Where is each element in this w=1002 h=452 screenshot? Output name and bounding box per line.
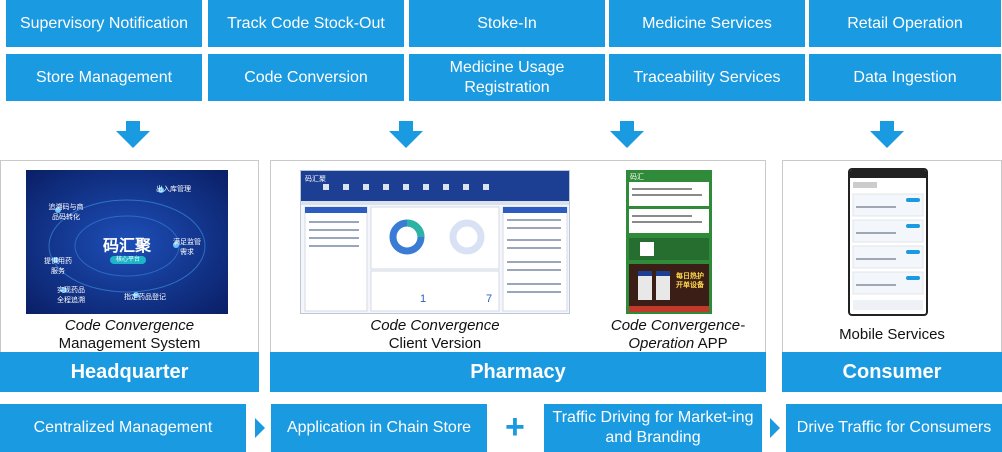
- app-caption-rest: APP: [697, 335, 728, 352]
- app-brand: 码汇: [630, 174, 644, 181]
- right-arrow-icon: [770, 418, 780, 438]
- client-counter-b: 7: [486, 293, 493, 305]
- hq-caption: Code Convergence Management System: [0, 317, 259, 353]
- hq-center-title: 码汇聚: [102, 238, 151, 255]
- headquarter-bar: Headquarter: [0, 352, 259, 392]
- tile-medicine-services: Medicine Services: [609, 0, 805, 47]
- tile-code-conversion: Code Conversion: [208, 54, 404, 101]
- tile-medicine-usage-registration: Medicine Usage Registration: [409, 54, 605, 101]
- pharmacy-bar: Pharmacy: [270, 352, 766, 392]
- tile-track-code-stock-out: Track Code Stock-Out: [208, 0, 404, 47]
- client-counter-a: 1: [420, 293, 427, 305]
- plus-icon: +: [505, 408, 525, 446]
- client-app-name: 码汇聚: [305, 176, 326, 183]
- bottom-application-in-chain-store: Application in Chain Store: [271, 404, 487, 452]
- hq-node: 追溯码与商品码转化: [48, 204, 84, 221]
- bottom-centralized-management: Centralized Management: [0, 404, 246, 452]
- app-promo: 每日热护 开单设备: [676, 273, 704, 289]
- client-caption-italic: Code Convergence: [370, 317, 500, 334]
- app-caption-italic: Code Convergence-Operation: [610, 317, 746, 352]
- client-caption-rest: Client Version: [388, 335, 482, 352]
- bottom-traffic-driving: Traffic Driving for Market-ing and Brand…: [544, 404, 762, 452]
- tile-retail-operation: Retail Operation: [809, 0, 1001, 47]
- tile-data-ingestion: Data Ingestion: [809, 54, 1001, 101]
- hq-node: 提供用药服务: [44, 258, 72, 275]
- tile-supervisory-notification: Supervisory Notification: [6, 0, 202, 47]
- hq-node: 出入库管理: [156, 186, 191, 193]
- tile-stoke-in: Stoke-In: [409, 0, 605, 47]
- operation-app-screenshot: 码汇 每日热护 开单设备: [626, 170, 712, 314]
- tile-traceability-services: Traceability Services: [609, 54, 805, 101]
- hq-caption-italic: Code Convergence: [64, 317, 195, 334]
- consumer-bar: Consumer: [782, 352, 1002, 392]
- bottom-drive-traffic-for-consumers: Drive Traffic for Consumers: [786, 404, 1002, 452]
- hq-node: 指定药品登记: [124, 294, 166, 301]
- client-caption: Code Convergence Client Version: [330, 317, 540, 353]
- hq-node: 满足监管需求: [173, 239, 201, 256]
- hq-caption-rest: Management System: [58, 335, 201, 352]
- hq-center-subtitle: 核心平台: [115, 257, 140, 263]
- client-version-screenshot: 码汇聚 1 7: [300, 170, 570, 314]
- tile-store-management: Store Management: [6, 54, 202, 101]
- management-system-screenshot: 码汇聚 核心平台 出入库管理 追溯码与商品码转化 满足监管需求 提供用药服务 实…: [26, 170, 228, 314]
- app-caption: Code Convergence-Operation APP: [598, 317, 758, 353]
- right-arrow-icon: [255, 418, 265, 438]
- hq-node: 实现药品全程追溯: [57, 287, 85, 304]
- consumer-caption: Mobile Services: [839, 326, 945, 343]
- mobile-services-screenshot: [848, 168, 928, 316]
